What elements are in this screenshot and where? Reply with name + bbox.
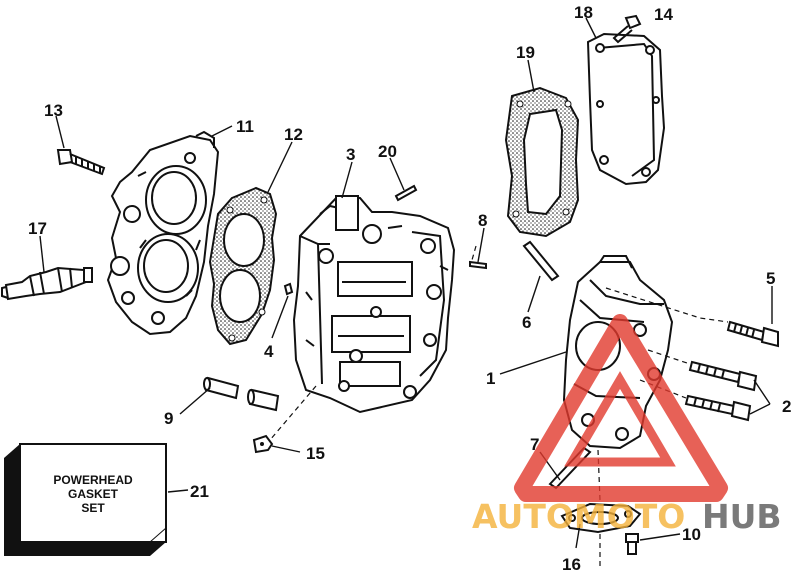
callout-7: 7 <box>530 435 539 454</box>
dowel-pin-8 <box>469 260 487 270</box>
cover-plate <box>560 502 642 534</box>
exhaust-cover <box>586 32 666 186</box>
callout-17: 17 <box>28 219 47 238</box>
bushing-pair <box>203 376 280 412</box>
callout-9: 9 <box>164 409 173 428</box>
plate-screw <box>625 533 639 555</box>
callout-1: 1 <box>486 369 495 388</box>
watermark-triangle <box>514 314 728 502</box>
watermark-text-automoto: AUTOMOTO <box>472 497 685 536</box>
callout-2: 2 <box>782 397 791 416</box>
callout-labels: 1 2 3 4 5 6 7 8 9 10 11 12 13 14 15 16 1… <box>28 3 791 574</box>
cylinder-head <box>106 130 220 336</box>
callout-14: 14 <box>654 5 673 24</box>
callout-15: 15 <box>306 444 325 463</box>
callout-12: 12 <box>284 125 303 144</box>
gasket-set-box: POWERHEAD GASKET SET <box>4 443 167 556</box>
head-gasket <box>208 186 278 346</box>
watermark-text-hub: HUB <box>702 497 782 536</box>
pin-7 <box>548 446 592 490</box>
pin-20 <box>394 184 418 202</box>
callout-20: 20 <box>378 142 397 161</box>
callout-8: 8 <box>478 211 487 230</box>
gasket-box-line2: GASKET <box>68 487 119 501</box>
plug-screw <box>252 434 274 454</box>
exhaust-cover-gasket <box>504 86 580 238</box>
dowel-pin-4 <box>283 282 294 296</box>
watermark-logo: AUTOMOTO HUB <box>472 314 782 536</box>
callout-21: 21 <box>190 482 209 501</box>
callout-4: 4 <box>264 342 274 361</box>
crankcase-screw-5 <box>726 320 779 348</box>
cylinder-head-screw <box>56 149 106 176</box>
spark-plug <box>0 266 93 301</box>
callout-19: 19 <box>516 43 535 62</box>
crankcase-half <box>562 255 674 450</box>
callout-5: 5 <box>766 269 775 288</box>
leader-lines <box>39 17 773 549</box>
gasket-box-line1: POWERHEAD <box>53 473 133 487</box>
watermark-inner-triangle <box>564 371 676 467</box>
pin-6 <box>522 240 560 282</box>
cylinder-block <box>292 194 456 414</box>
callout-10: 10 <box>682 525 701 544</box>
callout-18: 18 <box>574 3 593 22</box>
crankcase-screw-2b <box>684 394 752 422</box>
callout-11: 11 <box>236 117 254 136</box>
gasket-box-line3: SET <box>81 501 105 515</box>
alignment-lines <box>269 245 729 570</box>
callout-6: 6 <box>522 313 531 332</box>
callout-16: 16 <box>562 555 581 574</box>
callout-3: 3 <box>346 145 355 164</box>
exhaust-cover-screw <box>612 14 642 44</box>
crankcase-screw-2a <box>688 360 758 392</box>
callout-13: 13 <box>44 101 63 120</box>
